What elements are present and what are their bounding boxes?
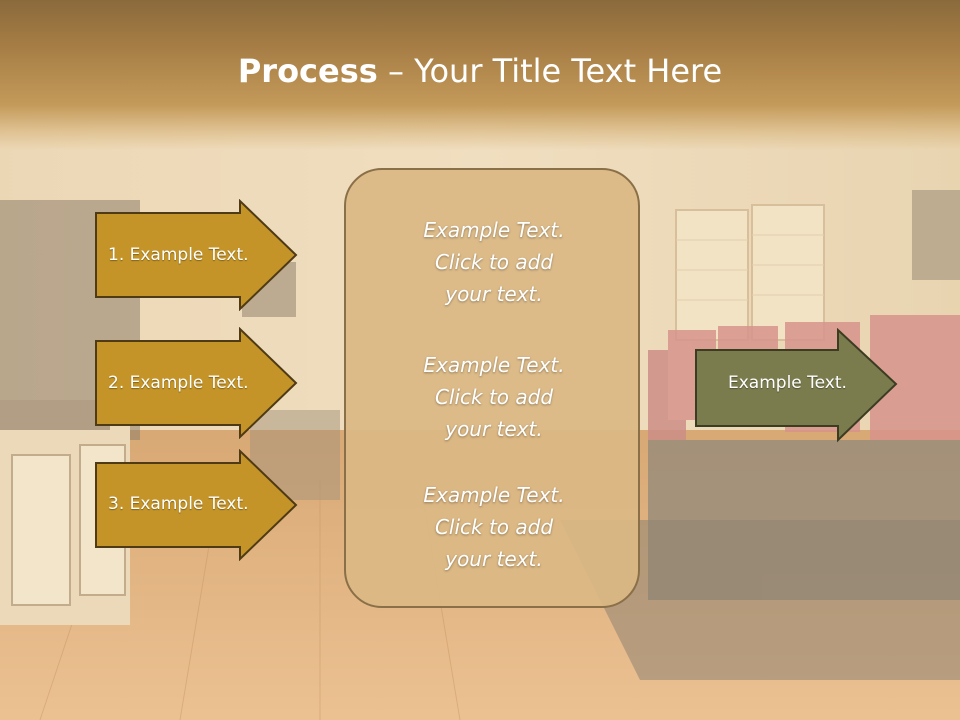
title-band [0, 0, 960, 150]
slide-title[interactable]: Process – Your Title Text Here [0, 52, 960, 90]
output-label: Example Text. [728, 373, 847, 393]
center-text-block-1[interactable]: Example Text. Click to add your text. [423, 218, 565, 306]
step-arrow-3[interactable] [94, 449, 300, 561]
step-arrow-2[interactable] [94, 327, 300, 439]
title-rest-text: – Your Title Text Here [377, 52, 723, 90]
title-bold-text: Process [237, 52, 378, 90]
output-arrow[interactable] [694, 328, 900, 444]
step-label-2: 2. Example Text. [108, 373, 249, 393]
step-label-3: 3. Example Text. [108, 494, 249, 514]
step-label-1: 1. Example Text. [108, 245, 249, 265]
step-arrow-1[interactable] [94, 199, 300, 311]
center-text-panel[interactable]: Example Text. Click to add your text. Ex… [344, 168, 640, 608]
center-text-block-2[interactable]: Example Text. Click to add your text. [423, 353, 565, 441]
center-text-block-3[interactable]: Example Text. Click to add your text. [423, 483, 565, 571]
